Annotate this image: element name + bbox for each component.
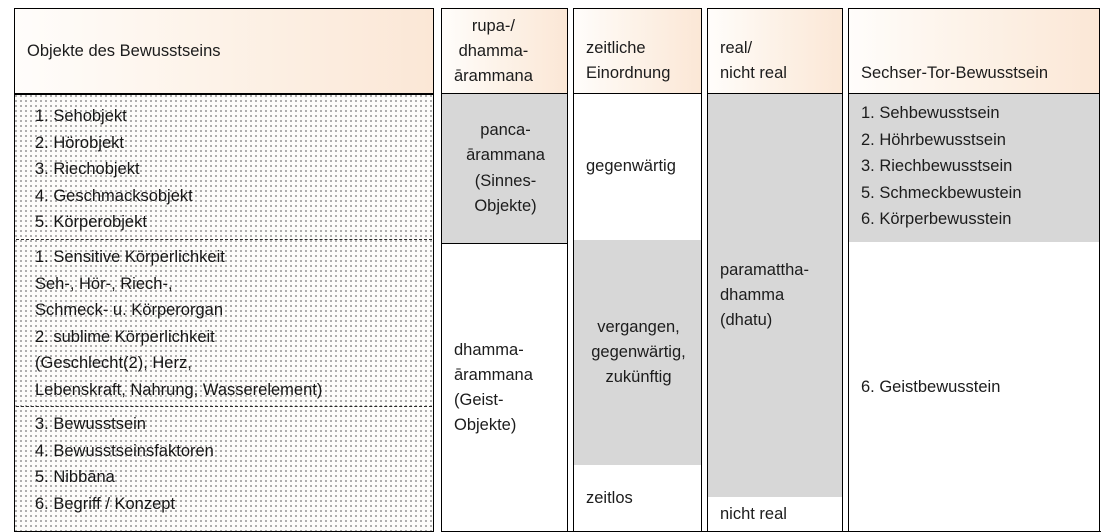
col1-group-materiality: 1. Sensitive Körperlichkeit Seh-, Hör-, … [35, 248, 323, 399]
header-label-col1: Objekte des Bewusstseins [27, 41, 221, 60]
col3-label-gegenwaertig: gegenwärtig [586, 157, 676, 176]
col3-cell-vergangen-gegenwaertig-zukuenftig: vergangen, gegenwärtig, zukünftig [573, 240, 702, 465]
header-objekte-des-bewusstseins: Objekte des Bewusstseins [14, 8, 434, 94]
col2-label-panca-arammana: panca- ārammana (Sinnes- Objekte) [466, 121, 545, 215]
col5-cell-mind-consciousness: 6. Geistbewusstein [848, 242, 1100, 532]
col1-dashed-separator-1 [16, 239, 432, 240]
header-zeitliche-einordnung: zeitliche Einordnung [573, 8, 702, 94]
col1-group-mental-objects: 3. Bewusstsein 4. Bewusstseinsfaktoren 5… [35, 415, 214, 513]
col4-cell-nicht-real: nicht real [707, 497, 843, 532]
col3-cell-gegenwaertig: gegenwärtig [573, 94, 702, 240]
header-label-col5: Sechser-Tor-Bewusstsein [861, 63, 1049, 82]
col2-cell-panca-arammana: panca- ārammana (Sinnes- Objekte) [441, 94, 568, 244]
header-label-col2: rupa-/ dhamma- ārammana [454, 16, 533, 86]
col2-label-dhamma-arammana: dhamma- ārammana (Geist- Objekte) [454, 340, 533, 435]
col1-group-sense-objects: 1. Sehobjekt 2. Hörobjekt 3. Riechobjekt… [35, 107, 193, 231]
header-real-nicht-real: real/ nicht real [707, 8, 843, 94]
col3-label-zeitlos: zeitlos [586, 488, 633, 507]
header-rupa-dhamma-arammana: rupa-/ dhamma- ārammana [441, 8, 568, 94]
col2-cell-dhamma-arammana: dhamma- ārammana (Geist- Objekte) [441, 244, 568, 532]
col4-label-paramattha-dhamma: paramattha- dhamma (dhatu) [720, 260, 809, 330]
col5-label-five-sense-consciousnesses: 1. Sehbewusstsein 2. Höhrbewusstsein 3. … [861, 104, 1022, 228]
col4-label-nicht-real: nicht real [720, 504, 787, 523]
col5-label-geistbewusstein: 6. Geistbewusstein [861, 377, 1001, 396]
col5-cell-five-sense-consciousnesses: 1. Sehbewusstsein 2. Höhrbewusstsein 3. … [848, 94, 1100, 242]
col3-label-three-times: vergangen, gegenwärtig, zukünftig [591, 317, 686, 387]
header-sechser-tor-bewusstsein: Sechser-Tor-Bewusstsein [848, 8, 1100, 94]
header-label-col4: real/ nicht real [720, 38, 787, 82]
col4-cell-paramattha-dhamma: paramattha- dhamma (dhatu) [707, 94, 843, 497]
col3-cell-zeitlos: zeitlos [573, 465, 702, 532]
header-label-col3: zeitliche Einordnung [586, 38, 671, 82]
col1-dotted-panel: 1. Sehobjekt 2. Hörobjekt 3. Riechobjekt… [14, 94, 434, 532]
col1-dashed-separator-2 [16, 406, 432, 407]
